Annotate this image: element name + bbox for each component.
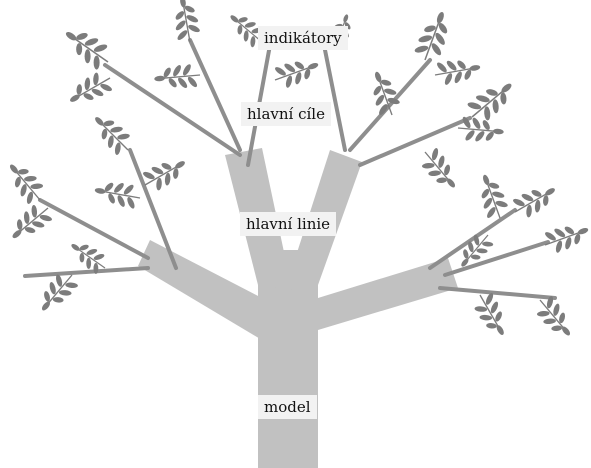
label-indicators: indikátory	[258, 26, 348, 50]
trunk	[138, 148, 458, 468]
twigs	[23, 38, 557, 300]
label-main-lines: hlavní linie	[240, 212, 337, 236]
label-main-goals: hlavní cíle	[241, 102, 331, 126]
label-model: model	[258, 395, 317, 419]
